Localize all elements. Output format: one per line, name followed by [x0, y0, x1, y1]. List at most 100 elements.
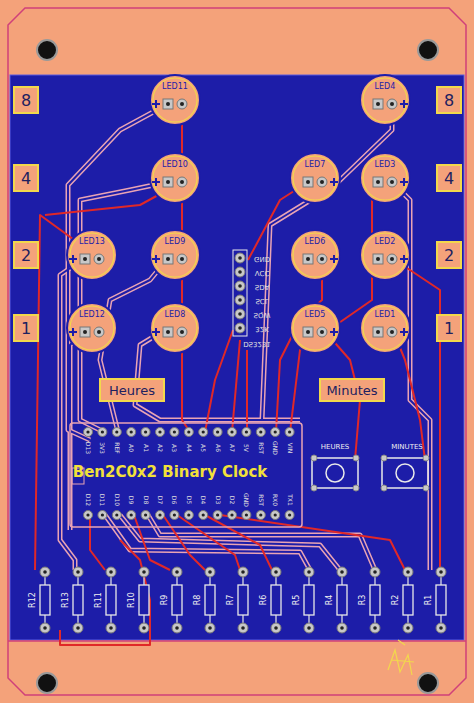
mount-hole — [37, 673, 57, 693]
trace — [134, 515, 170, 570]
pin-name: RX0 — [272, 494, 278, 506]
resistor-pad — [271, 567, 281, 577]
led-footprint-label: LED2 — [363, 233, 407, 277]
part-name: LED6 — [305, 237, 326, 246]
label-text: Minutes — [326, 383, 377, 398]
pin-pad — [228, 428, 237, 437]
resistor-symbol — [370, 585, 380, 615]
pin-pad — [184, 511, 193, 520]
pin-name: D2 — [229, 496, 235, 504]
led-footprints — [67, 75, 410, 353]
mount-hole — [37, 40, 57, 60]
led-footprint — [150, 75, 200, 125]
trace — [90, 515, 105, 570]
resistor-symbol — [73, 585, 83, 615]
pin-pad — [98, 428, 107, 437]
pin-pad — [112, 428, 121, 437]
resistor-pad — [238, 623, 248, 633]
button-outline — [382, 458, 428, 488]
push-buttons — [311, 455, 429, 491]
resistor-pad — [436, 623, 446, 633]
resistor-symbol — [337, 585, 347, 615]
ground-pour — [10, 75, 464, 640]
pin-name: TX1 — [287, 494, 293, 506]
part-name: LED4 — [375, 82, 396, 91]
bit-weight-box: 4 — [436, 164, 462, 192]
part-name: R1 — [425, 594, 433, 607]
header-pad — [235, 309, 245, 319]
pin-pad — [112, 511, 121, 520]
pin-pad — [84, 428, 93, 437]
pin-name: RST — [258, 494, 264, 506]
led-footprint — [290, 303, 340, 353]
trace — [220, 515, 405, 570]
resistor-pad — [205, 623, 215, 633]
led-footprint — [150, 303, 200, 353]
label-text: Heures — [109, 383, 155, 398]
label-text: 8 — [444, 91, 454, 110]
pin-name: 32K — [255, 325, 269, 332]
pin-name: D13 — [85, 442, 91, 454]
pin-name: D4 — [200, 496, 206, 504]
pin-name: D11 — [99, 494, 105, 506]
pin-name: D6 — [171, 496, 177, 504]
led-footprint — [360, 153, 410, 203]
part-name: R12 — [29, 591, 37, 609]
part-name: R3 — [359, 594, 367, 607]
arduino-outline — [70, 423, 302, 527]
led-footprint — [290, 153, 340, 203]
pin-pad — [156, 511, 165, 520]
part-name: LED5 — [305, 310, 326, 319]
pin-pad — [213, 511, 222, 520]
resistor-symbol — [172, 585, 182, 615]
part-name: LED9 — [165, 237, 186, 246]
bit-weight-box: 8 — [13, 86, 39, 114]
pin-pad — [141, 428, 150, 437]
resistor-symbol — [403, 585, 413, 615]
resistor-pad — [73, 623, 83, 633]
resistor-pad — [40, 623, 50, 633]
pin-pad — [199, 428, 208, 437]
mount-hole — [418, 40, 438, 60]
resistor-symbol — [139, 585, 149, 615]
bit-weight-box: 2 — [13, 241, 39, 269]
pin-name: SDA — [255, 283, 270, 290]
pin-name: D8 — [143, 496, 149, 504]
pin-name: VCC — [255, 269, 270, 276]
pin-pad — [127, 511, 136, 520]
resistor-pad — [337, 623, 347, 633]
pin-pad — [242, 428, 251, 437]
button-label: MINUTES — [391, 444, 423, 451]
resistor-pad — [436, 567, 446, 577]
board-outline — [8, 8, 466, 695]
part-name: R9 — [161, 594, 169, 607]
header-pins — [235, 253, 245, 333]
resistor-pad — [172, 567, 182, 577]
resistor-pad — [403, 567, 413, 577]
trace — [246, 350, 248, 432]
button-cap — [326, 464, 344, 482]
resistor-pad — [205, 567, 215, 577]
resistors — [40, 567, 446, 633]
pin-name: D9 — [128, 496, 134, 504]
led-footprint-label: LED4 — [363, 78, 407, 122]
led-footprint — [360, 75, 410, 125]
pin-name: D3 — [215, 496, 221, 504]
led-footprint-label: LED6 — [293, 233, 337, 277]
header-pad — [235, 253, 245, 263]
part-name: LED11 — [162, 82, 188, 91]
pin-name: A6 — [215, 444, 221, 452]
pin-pad — [285, 511, 294, 520]
pin-name: GND — [272, 441, 278, 455]
bit-weight-box: 4 — [13, 164, 39, 192]
led-footprint-label: LED11 — [153, 78, 197, 122]
part-name: LED1 — [375, 310, 396, 319]
pin-name: D7 — [157, 496, 163, 504]
trace — [70, 328, 85, 530]
led-footprint — [67, 303, 117, 353]
part-name: R5 — [293, 594, 301, 607]
bit-weight-box: 2 — [436, 241, 462, 269]
part-name: R6 — [260, 594, 268, 607]
led-footprint-label: LED5 — [293, 306, 337, 350]
led-footprint-label: LED13 — [70, 233, 114, 277]
